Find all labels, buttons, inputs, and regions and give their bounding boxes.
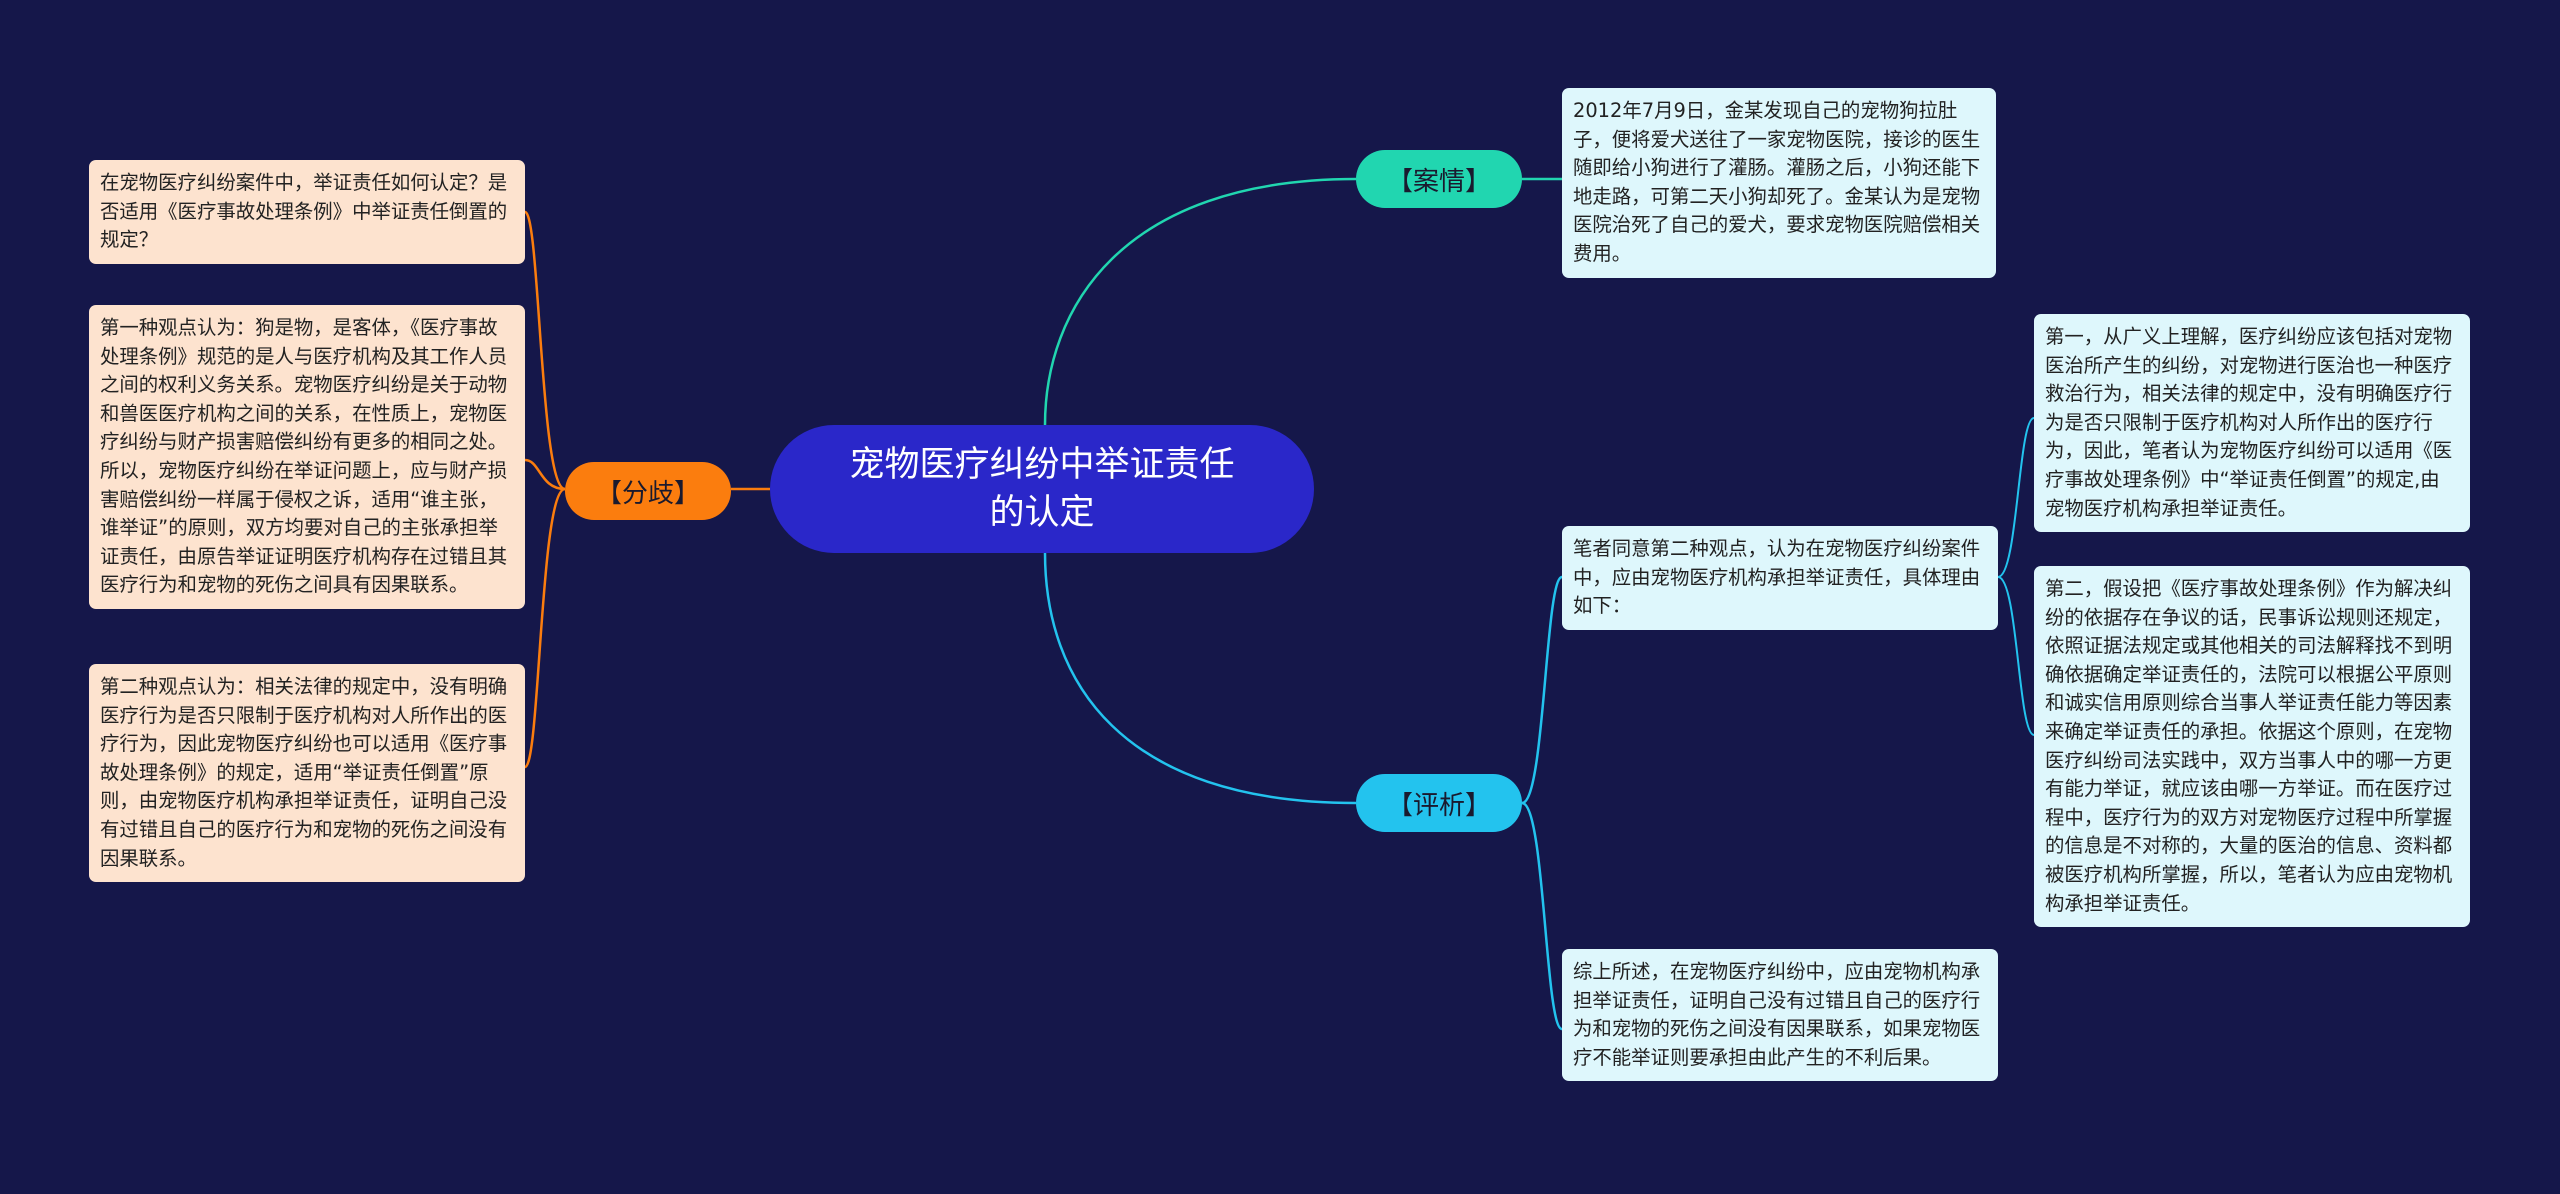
link-reason-to-second: [1997, 576, 2035, 736]
evaluation-first-point-node[interactable]: 第一，从广义上理解，医疗纠纷应该包括对宠物医治所产生的纠纷，对宠物进行医治也一种…: [2034, 314, 2470, 533]
branch-divergence-label: 【分歧】: [595, 478, 700, 509]
evaluation-summary-node[interactable]: 综上所述，在宠物医疗纠纷中，应由宠物机构承担举证责任，证明自己没有过错且自己的医…: [1562, 949, 1998, 1082]
evaluation-second-point-text: 第二，假设把《医疗事故处理条例》作为解决纠纷的依据存在争议的话，民事诉讼规则还规…: [2045, 577, 2453, 915]
branch-case-label: 【案情】: [1386, 166, 1491, 197]
branch-case[interactable]: 【案情】: [1356, 150, 1522, 208]
link-reason-to-first: [1997, 417, 2035, 578]
evaluation-reason-node[interactable]: 笔者同意第二种观点，认为在宠物医疗纠纷案件中，应由宠物医疗机构承担举证责任，具体…: [1562, 526, 1998, 630]
divergence-view2-text: 第二种观点认为：相关法律的规定中，没有明确医疗行为是否只限制于医疗机构对人所作出…: [100, 675, 508, 870]
divergence-question-text: 在宠物医疗纠纷案件中，举证责任如何认定？是否适用《医疗事故处理条例》中举证责任倒…: [100, 171, 508, 252]
root-title: 宠物医疗纠纷中举证责任的认定: [849, 445, 1235, 533]
branch-evaluation-label: 【评析】: [1386, 790, 1491, 821]
evaluation-reason-text: 笔者同意第二种观点，认为在宠物医疗纠纷案件中，应由宠物医疗机构承担举证责任，具体…: [1573, 537, 1981, 618]
divergence-view1-text: 第一种观点认为：狗是物，是客体，《医疗事故处理条例》规范的是人与医疗机构及其工作…: [100, 316, 508, 597]
evaluation-first-point-text: 第一，从广义上理解，医疗纠纷应该包括对宠物医治所产生的纠纷，对宠物进行医治也一种…: [2045, 325, 2453, 520]
branch-divergence[interactable]: 【分歧】: [565, 462, 731, 520]
link-evaluation-to-summary: [1521, 801, 1564, 1031]
link-evaluation-to-reason: [1521, 575, 1564, 805]
link-root-to-case: [1043, 177, 1357, 426]
evaluation-second-point-node[interactable]: 第二，假设把《医疗事故处理条例》作为解决纠纷的依据存在争议的话，民事诉讼规则还规…: [2034, 566, 2470, 928]
case-description-text: 2012年7月9日，金某发现自己的宠物狗拉肚子，便将爱犬送往了一家宠物医院，接诊…: [1573, 99, 1981, 265]
divergence-question-node[interactable]: 在宠物医疗纠纷案件中，举证责任如何认定？是否适用《医疗事故处理条例》中举证责任倒…: [89, 160, 525, 264]
divergence-view1-node[interactable]: 第一种观点认为：狗是物，是客体，《医疗事故处理条例》规范的是人与医疗机构及其工作…: [89, 305, 525, 609]
branch-evaluation[interactable]: 【评析】: [1356, 774, 1522, 832]
evaluation-summary-text: 综上所述，在宠物医疗纠纷中，应由宠物机构承担举证责任，证明自己没有过错且自己的医…: [1573, 960, 1981, 1069]
link-divergence-to-view1: [524, 458, 566, 491]
link-root-to-evaluation: [1043, 552, 1357, 805]
link-divergence-to-question: [523, 210, 566, 491]
link-divergence-to-view2: [523, 487, 566, 769]
root-topic[interactable]: 宠物医疗纠纷中举证责任的认定: [770, 425, 1314, 553]
divergence-view2-node[interactable]: 第二种观点认为：相关法律的规定中，没有明确医疗行为是否只限制于医疗机构对人所作出…: [89, 664, 525, 883]
case-description-node[interactable]: 2012年7月9日，金某发现自己的宠物狗拉肚子，便将爱犬送往了一家宠物医院，接诊…: [1562, 88, 1996, 278]
